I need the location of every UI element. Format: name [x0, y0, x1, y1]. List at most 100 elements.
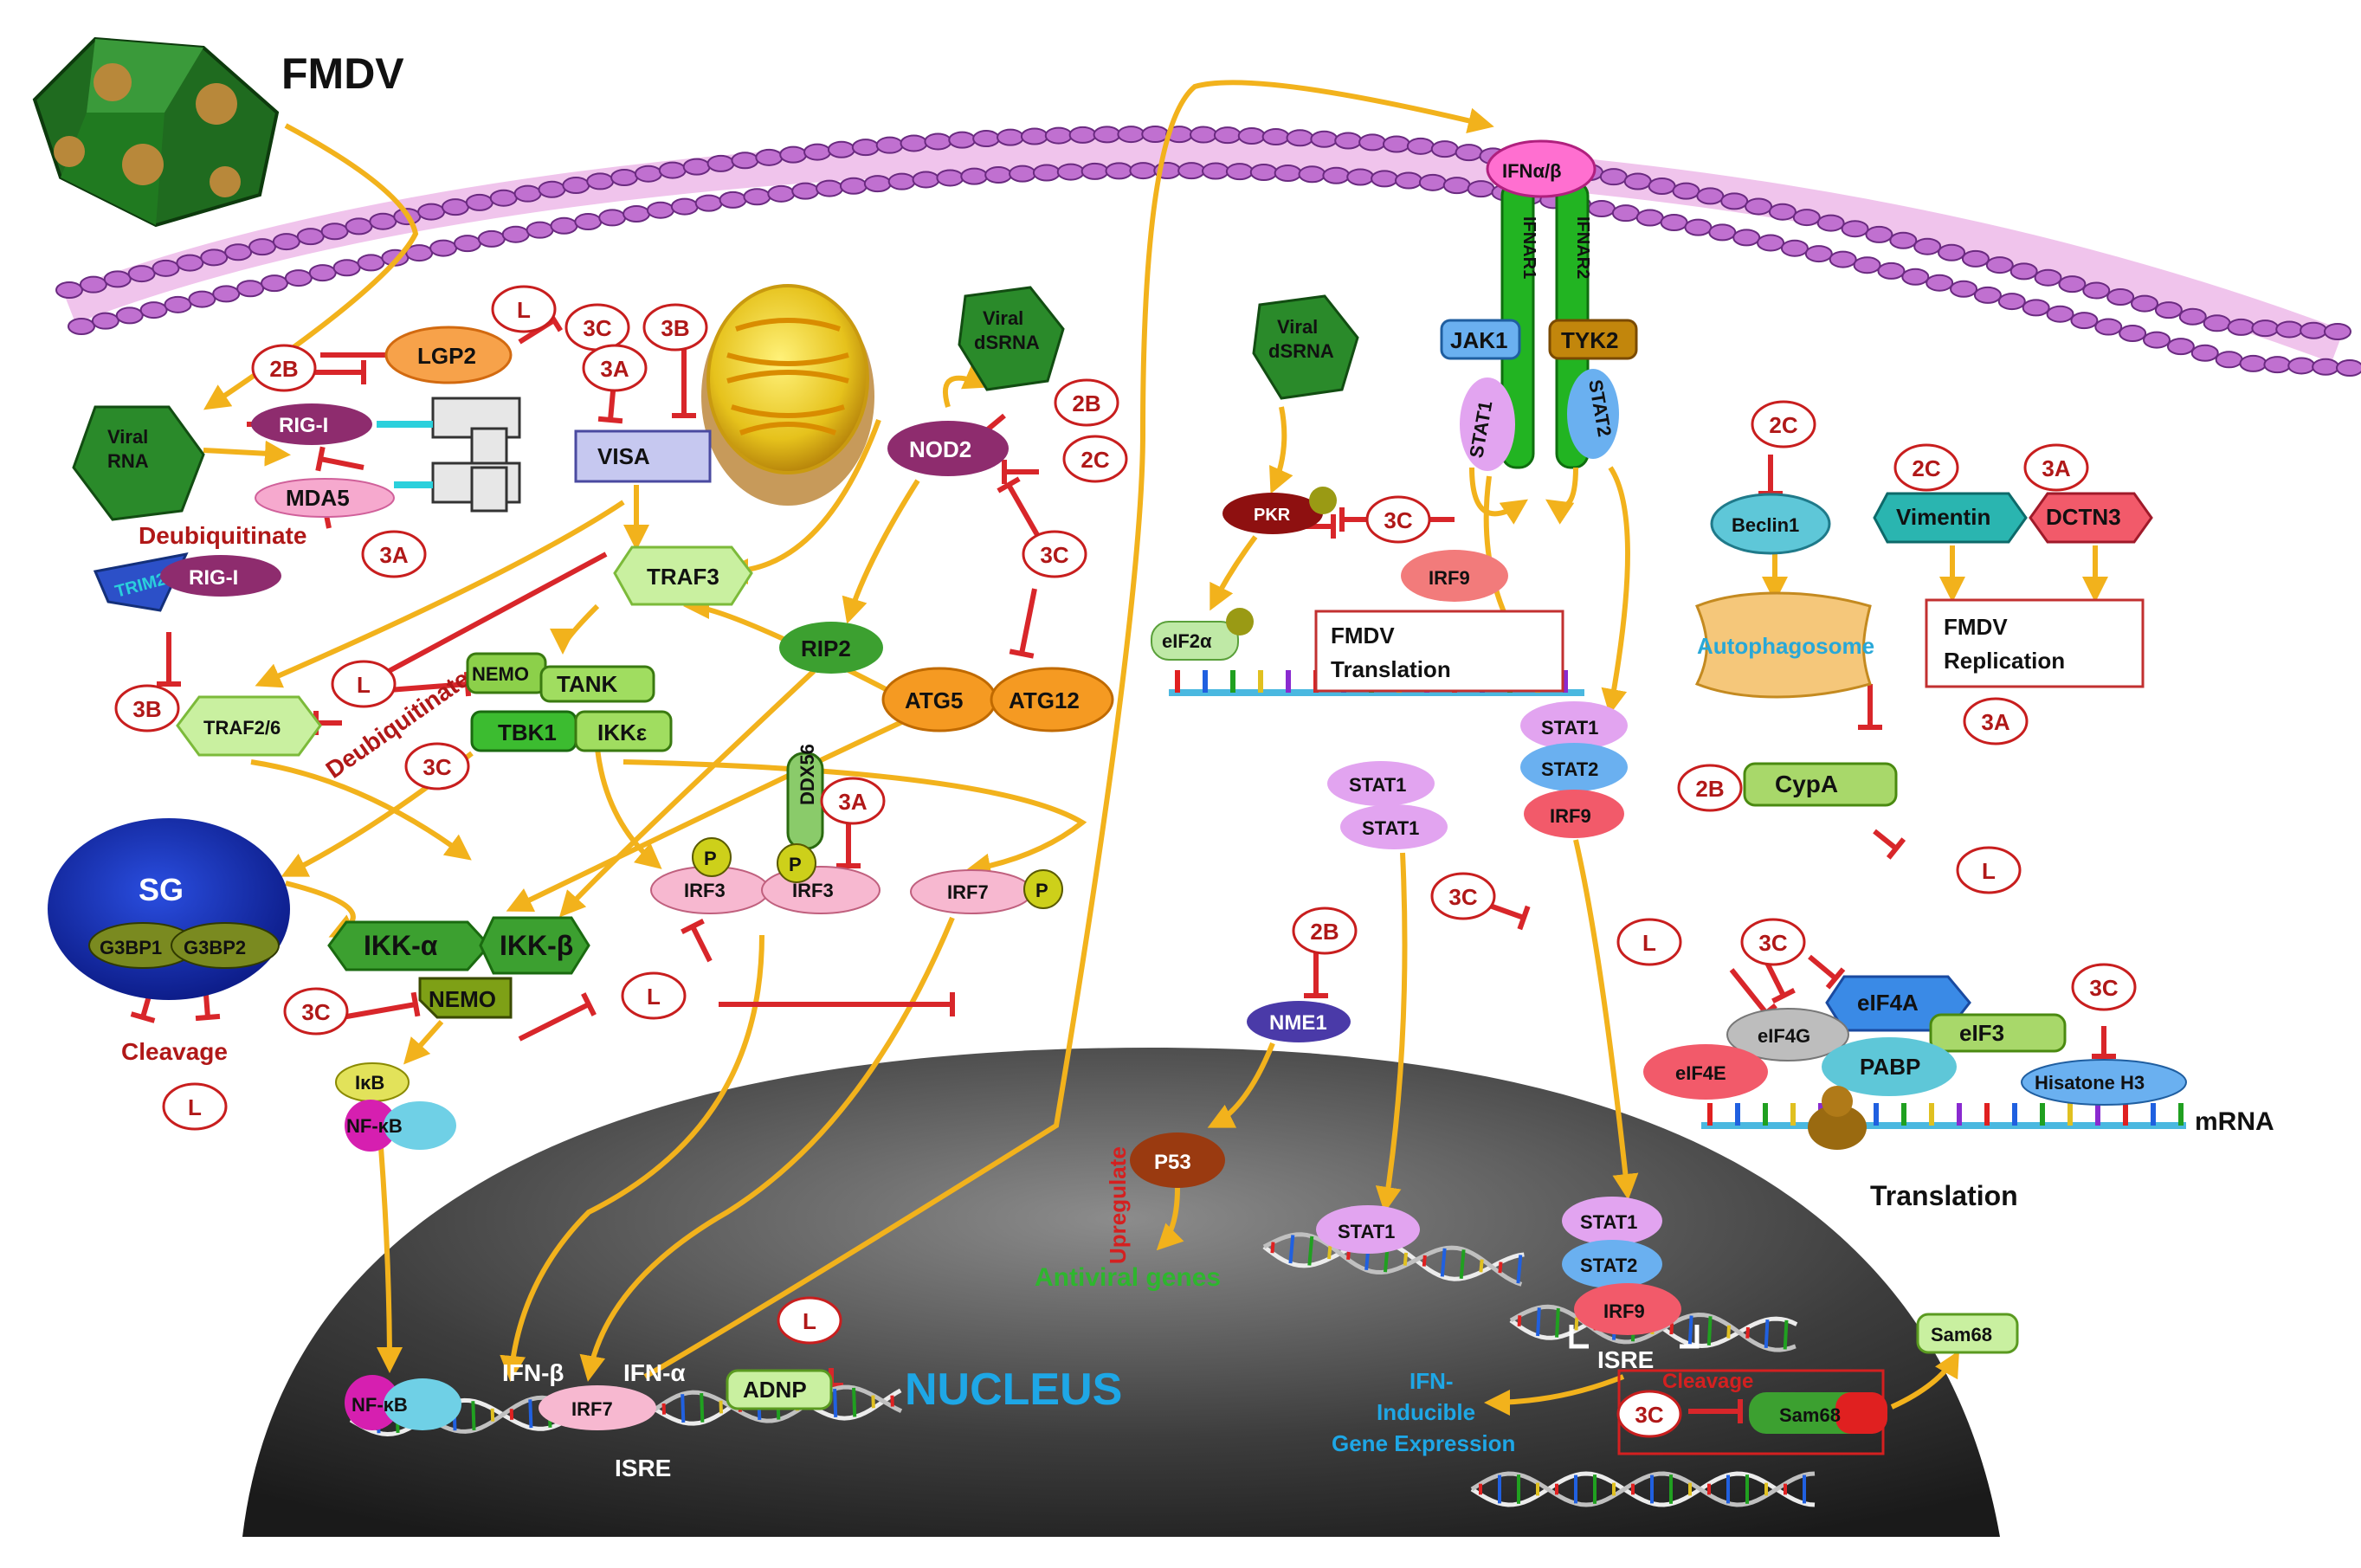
- tyk2-label: TYK2: [1561, 327, 1618, 353]
- nucleus-label: NUCLEUS: [905, 1365, 1122, 1415]
- g3bp1-label: G3BP1: [100, 937, 162, 958]
- viral-protein-3a-badge: 3A: [2023, 443, 2089, 492]
- tbk1-label: TBK1: [498, 719, 557, 745]
- eif3: [1929, 1013, 2067, 1053]
- eif4g-label: eIF4G: [1758, 1025, 1810, 1047]
- nemo-2-label: NEMO: [429, 986, 496, 1012]
- atg12-label: ATG12: [1009, 687, 1080, 713]
- viral-protein-l-badge: L: [777, 1296, 842, 1345]
- viral-dsrna-2: [1252, 294, 1359, 400]
- irf9-1-label: IRF9: [1429, 567, 1470, 589]
- badge-label: 3C: [1635, 1402, 1663, 1428]
- viral-protein-3c-badge: 3C: [564, 303, 630, 352]
- viral-protein-2c-badge: 2C: [1062, 435, 1128, 483]
- viral-protein-l-badge: L: [1956, 846, 2022, 894]
- badge-label: 3B: [132, 696, 161, 722]
- viral-rna-label-1: Viral: [107, 426, 148, 448]
- replication-box-line-2: Replication: [1944, 648, 2065, 674]
- cypa: [1743, 762, 1898, 807]
- eif2a: [1151, 608, 1254, 661]
- rig-i-2-label: RIG-I: [189, 566, 238, 590]
- ifnb-label: IFN-β: [502, 1359, 564, 1386]
- g3bp2-label: G3BP2: [184, 937, 246, 958]
- sg-label: SG: [139, 872, 184, 907]
- pabp-label: PABP: [1860, 1054, 1920, 1080]
- viral-protein-l-badge: L: [621, 971, 687, 1020]
- dctn3: [2029, 492, 2153, 544]
- pabp: [1822, 1037, 1957, 1096]
- autophagosome-label: Autophagosome: [1697, 633, 1874, 659]
- stress-granule: [48, 818, 290, 1000]
- irf3-2-label: IRF3: [792, 880, 834, 901]
- badge-label: 3C: [1040, 542, 1068, 568]
- isre-bracket: [1569, 1325, 1700, 1349]
- nemo-label: NEMO: [472, 663, 529, 685]
- cleavage-label-2: Cleavage: [1662, 1370, 1753, 1393]
- nuclear-stat2-label: STAT2: [1580, 1255, 1637, 1276]
- badge-label: 3C: [1448, 884, 1477, 910]
- nuclear-isgf3: [1562, 1197, 1681, 1335]
- viral-protein-l-badge: L: [331, 660, 397, 708]
- stat2-receptor: [1567, 369, 1619, 459]
- viral-protein-3b-badge: 3B: [114, 684, 180, 732]
- viral-protein-3c-badge: 3C: [1022, 530, 1087, 578]
- badge-label: 3C: [301, 999, 330, 1025]
- ikke-label: IKKε: [597, 719, 647, 745]
- rig-i-2: [160, 555, 281, 597]
- badge-label: L: [357, 672, 371, 698]
- lgp2: [384, 326, 513, 384]
- nme1: [1247, 1001, 1351, 1042]
- viral-dsrna-2-label-1: Viral: [1277, 316, 1318, 338]
- visa-label: VISA: [597, 443, 650, 469]
- pkr: [1222, 487, 1337, 534]
- badge-label: 3A: [838, 789, 867, 815]
- lgp2-label: LGP2: [417, 343, 476, 369]
- irf9-2-label: IRF9: [1550, 805, 1591, 827]
- sam68-cyto-label: Sam68: [1931, 1324, 1992, 1345]
- rip2-label: RIP2: [801, 636, 851, 661]
- ifn-inducible-3: Gene Expression: [1332, 1430, 1515, 1456]
- nod2-label: NOD2: [909, 436, 971, 462]
- ribosome: [1808, 1086, 1867, 1150]
- irf3-1-label: IRF3: [684, 880, 726, 901]
- beclin1-label: Beclin1: [1732, 514, 1799, 536]
- badge-label: L: [1642, 930, 1656, 956]
- visa-mito-anchor: [377, 397, 521, 513]
- ifnar1-label: IFNAR1: [1519, 216, 1539, 279]
- viral-protein-2b-badge: 2B: [1292, 907, 1358, 955]
- badge-label: 2B: [269, 356, 298, 382]
- p-label-1: P: [704, 848, 717, 869]
- fmdv-translation-box: [1314, 610, 1564, 693]
- viral-protein-l-badge: L: [1616, 918, 1682, 966]
- nuclear-stat1-label: STAT1: [1338, 1221, 1395, 1242]
- badge-label: L: [647, 984, 661, 1010]
- tank-label: TANK: [557, 671, 618, 697]
- fmdv-replication-box: [1925, 598, 2145, 688]
- badge-label: 2B: [1695, 776, 1724, 802]
- isre-label-2: ISRE: [1597, 1346, 1654, 1373]
- badge-label: 3A: [2042, 455, 2070, 481]
- nuclear-irf7-label: IRF7: [571, 1398, 613, 1420]
- eif2a-label: eIF2α: [1162, 630, 1212, 652]
- jak1: [1440, 319, 1521, 360]
- badge-label: 2B: [1072, 390, 1100, 416]
- stat-complex: [1520, 701, 1628, 838]
- p53-label: P53: [1154, 1151, 1191, 1174]
- tbk1-complex: [466, 652, 673, 752]
- nuclear-irf7: [539, 1385, 656, 1430]
- adnp: [726, 1369, 833, 1410]
- viral-protein-3a-badge: 3A: [1963, 697, 2029, 745]
- atg5-label: ATG5: [905, 687, 963, 713]
- traf26: [176, 695, 322, 757]
- nuclear-irf9-label: IRF9: [1603, 1300, 1645, 1322]
- viral-protein-3c-badge: 3C: [1616, 1390, 1682, 1438]
- ikk-alpha: [327, 920, 492, 971]
- badge-label: 3A: [600, 356, 629, 382]
- activation-arrows: [203, 80, 2108, 1416]
- viral-protein-3a-badge: 3A: [820, 777, 886, 825]
- stat1-label-c: STAT1: [1362, 817, 1419, 839]
- p-label-3: P: [1035, 880, 1048, 901]
- ifna-label: IFN-α: [623, 1359, 686, 1386]
- viral-protein-2b-badge: 2B: [251, 344, 317, 392]
- nme1-label: NME1: [1269, 1011, 1327, 1035]
